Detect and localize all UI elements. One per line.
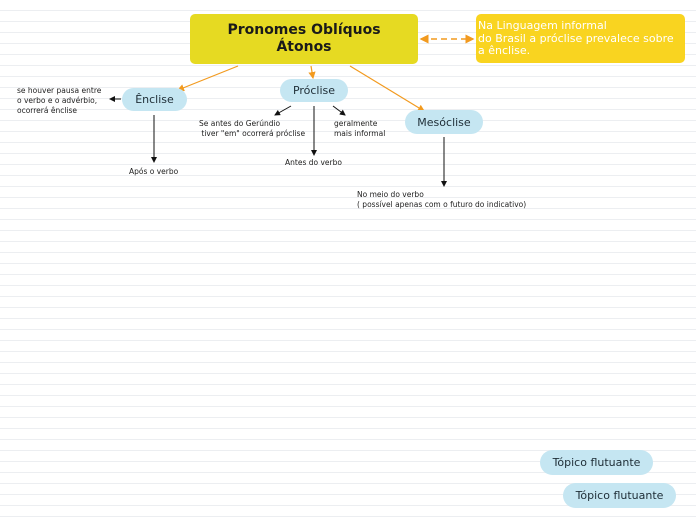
central-topic[interactable]: Pronomes Oblíquos Átonos — [190, 14, 418, 64]
connector-central-proclise — [308, 65, 316, 80]
topic-enclise-label: Ênclise — [135, 93, 174, 106]
topic-proclise[interactable]: Próclise — [280, 79, 348, 102]
floating-topic-label: Tópico flutuante — [575, 489, 664, 502]
topic-mesoclise[interactable]: Mesóclise — [405, 110, 483, 134]
note-enclise-pause[interactable]: se houver pausa entre o verbo e o advérb… — [17, 86, 102, 115]
topic-proclise-label: Próclise — [292, 84, 336, 97]
connector-central-enclise — [176, 65, 239, 92]
topic-enclise[interactable]: Ênclise — [122, 88, 187, 111]
note-proclise-gerund[interactable]: Se antes do Gerúndio tiver "em" ocorrerá… — [199, 119, 306, 138]
arrow-proclise-informal — [332, 105, 346, 116]
callout-note[interactable]: Na Linguagem informal do Brasil a prócli… — [476, 14, 685, 63]
arrow-proclise-gerund — [274, 105, 292, 116]
floating-topic-label: Tópico flutuante — [552, 456, 641, 469]
note-proclise-informal[interactable]: geralmente mais informal — [334, 119, 386, 138]
floating-topic[interactable]: Tópico flutuante — [540, 450, 653, 475]
central-topic-label: Pronomes Oblíquos Átonos — [227, 22, 381, 55]
note-mesoclise-position[interactable]: No meio do verbo ( possível apenas com o… — [357, 190, 527, 209]
callout-note-text: Na Linguagem informal do Brasil a prócli… — [478, 19, 674, 57]
topic-mesoclise-label: Mesóclise — [417, 115, 471, 129]
note-enclise-position[interactable]: Após o verbo — [129, 167, 179, 176]
floating-topic[interactable]: Tópico flutuante — [563, 483, 676, 508]
note-proclise-position[interactable]: Antes do verbo — [285, 158, 342, 167]
connector-central-mesoclise — [349, 65, 426, 112]
